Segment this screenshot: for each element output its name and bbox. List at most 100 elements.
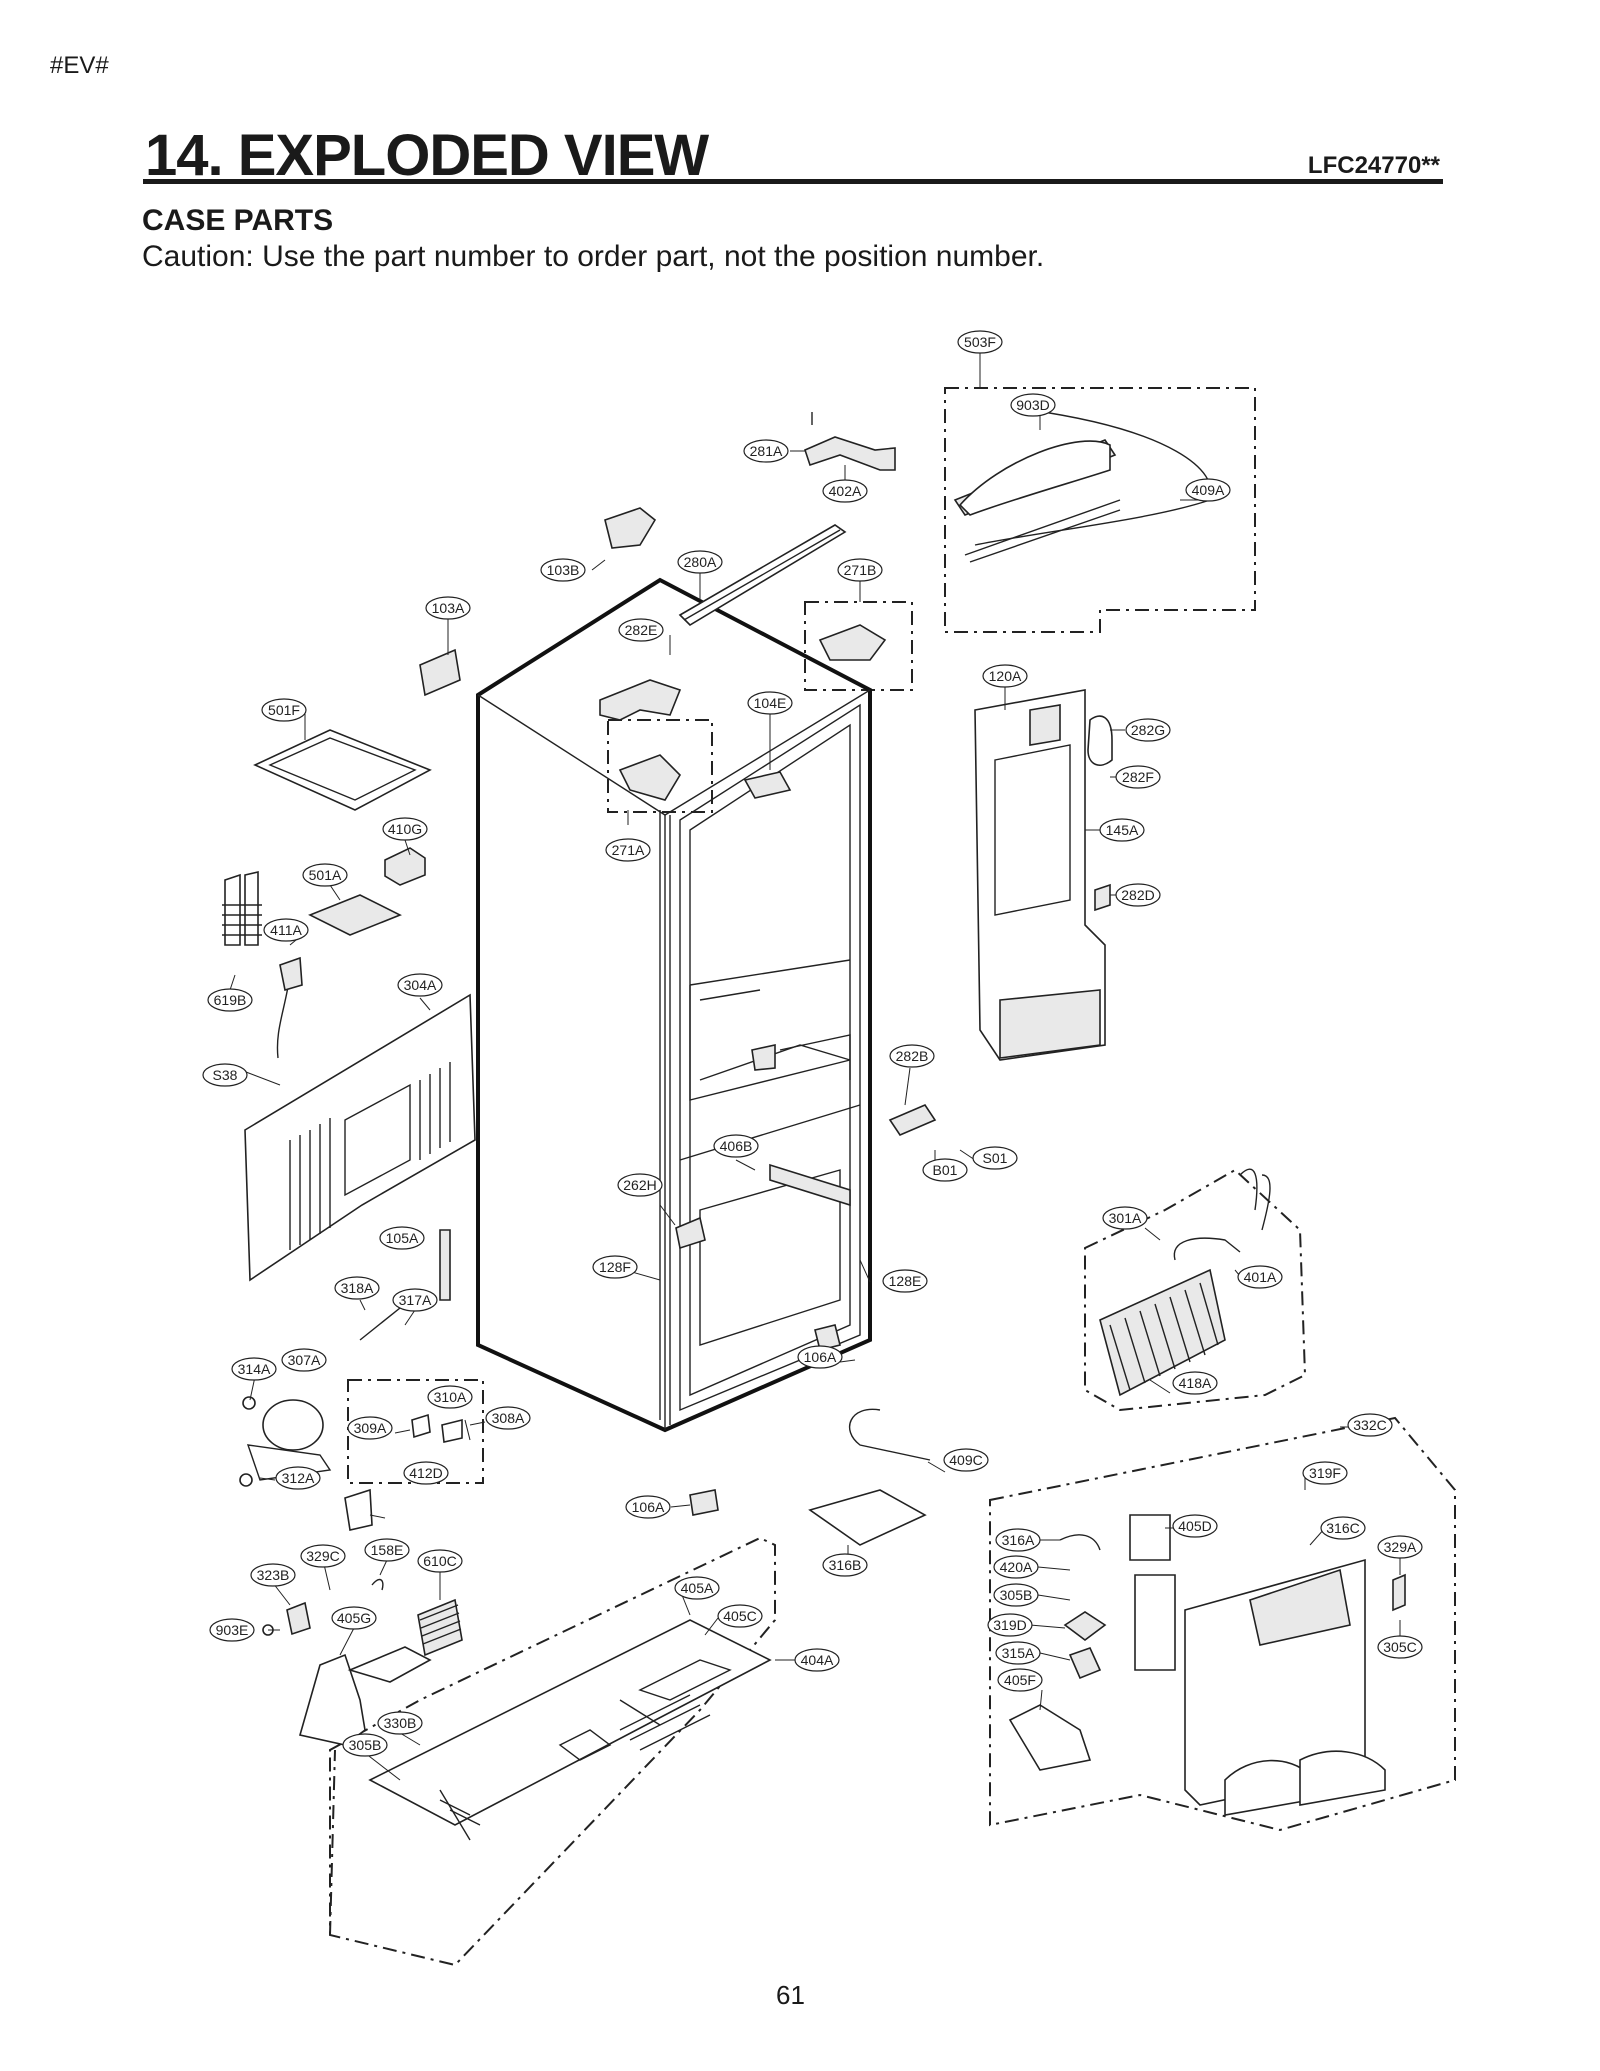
svg-text:412D: 412D	[409, 1465, 442, 1481]
callout: 405C	[717, 1604, 763, 1628]
callout: 405F	[997, 1668, 1043, 1692]
svg-text:120A: 120A	[989, 668, 1022, 684]
svg-text:405A: 405A	[681, 1580, 714, 1596]
svg-text:329A: 329A	[1384, 1539, 1417, 1555]
svg-text:B01: B01	[933, 1162, 958, 1178]
svg-text:410G: 410G	[388, 821, 422, 837]
callout: 301A	[1102, 1206, 1148, 1230]
svg-text:503F: 503F	[964, 334, 996, 350]
caution-note: Caution: Use the part number to order pa…	[142, 240, 1045, 273]
svg-text:316A: 316A	[1002, 1532, 1035, 1548]
svg-text:271A: 271A	[612, 842, 645, 858]
svg-text:282F: 282F	[1122, 769, 1154, 785]
svg-text:316C: 316C	[1326, 1520, 1359, 1536]
callout: 406B	[713, 1134, 759, 1158]
svg-text:282D: 282D	[1121, 887, 1154, 903]
callout: 104E	[747, 691, 793, 715]
svg-text:145A: 145A	[1106, 822, 1139, 838]
callout: 315A	[995, 1641, 1041, 1665]
callout: 282F	[1115, 765, 1161, 789]
callout: 903E	[209, 1618, 255, 1642]
svg-text:501A: 501A	[309, 867, 342, 883]
callout: 271A	[605, 838, 651, 862]
svg-text:405F: 405F	[1004, 1672, 1036, 1688]
svg-text:310A: 310A	[434, 1389, 467, 1405]
svg-text:106A: 106A	[632, 1499, 665, 1515]
cabinet	[476, 577, 872, 1433]
svg-text:418A: 418A	[1179, 1375, 1212, 1391]
callout: 418A	[1172, 1371, 1218, 1395]
callout: 501F	[261, 698, 307, 722]
svg-text:158E: 158E	[371, 1542, 404, 1558]
svg-text:317A: 317A	[399, 1292, 432, 1308]
callout: 262H	[617, 1173, 663, 1197]
svg-text:305B: 305B	[1000, 1587, 1033, 1603]
callout: 308A	[485, 1406, 531, 1430]
svg-text:409C: 409C	[949, 1452, 982, 1468]
callout: 319D	[987, 1613, 1033, 1637]
callout: 332C	[1347, 1413, 1393, 1437]
callout: 281A	[743, 439, 789, 463]
callout: 409A	[1185, 478, 1231, 502]
svg-text:314A: 314A	[238, 1361, 271, 1377]
svg-text:420A: 420A	[1000, 1559, 1033, 1575]
svg-text:282G: 282G	[1131, 722, 1165, 738]
svg-text:262H: 262H	[623, 1177, 656, 1193]
svg-text:619B: 619B	[214, 992, 247, 1008]
callout: 271B	[837, 558, 883, 582]
svg-text:319F: 319F	[1309, 1465, 1341, 1481]
callout: 410G	[382, 817, 428, 841]
svg-text:501F: 501F	[268, 702, 300, 718]
svg-text:401A: 401A	[1244, 1269, 1277, 1285]
back-panel	[244, 993, 476, 1282]
callout: 304A	[397, 973, 443, 997]
callout: 401A	[1237, 1265, 1283, 1289]
model-number: LFC24770**	[1307, 152, 1440, 179]
svg-text:402A: 402A	[829, 483, 862, 499]
callout: 409C	[943, 1448, 989, 1472]
fan-parts	[262, 1578, 432, 1746]
dispenser-group	[1008, 1514, 1406, 1816]
callout: 106A	[797, 1345, 843, 1369]
small-parts	[344, 883, 1111, 1546]
callout: 314A	[231, 1357, 277, 1381]
base-plate	[368, 1619, 772, 1841]
callout: 310A	[427, 1385, 473, 1409]
callout: 120A	[982, 664, 1028, 688]
callout: 103A	[425, 596, 471, 620]
callout: 128F	[592, 1255, 638, 1279]
svg-text:312A: 312A	[282, 1470, 315, 1486]
callout: 316B	[822, 1553, 868, 1577]
svg-text:305B: 305B	[349, 1737, 382, 1753]
callout: 280A	[677, 550, 723, 574]
callout: 305C	[1377, 1635, 1423, 1659]
callout: 412D	[403, 1461, 449, 1485]
page-number: 61	[776, 1980, 805, 2010]
title-rule	[143, 179, 1443, 184]
svg-text:281A: 281A	[750, 443, 783, 459]
callout: 317A	[392, 1288, 438, 1312]
bracket-281a	[804, 412, 896, 471]
callout: 404A	[794, 1648, 840, 1672]
callout: 282E	[618, 618, 664, 642]
callout: 323B	[250, 1563, 296, 1587]
page-title: 14. EXPLODED VIEW	[145, 123, 709, 188]
callout: 128E	[882, 1269, 928, 1293]
callout: 106A	[625, 1495, 671, 1519]
svg-text:323B: 323B	[257, 1567, 290, 1583]
callout: B01	[922, 1158, 968, 1182]
callout: 103B	[540, 558, 586, 582]
callout: 158E	[364, 1538, 410, 1562]
callout: 329A	[1377, 1535, 1423, 1559]
svg-text:405G: 405G	[337, 1610, 371, 1626]
svg-text:128F: 128F	[599, 1259, 631, 1275]
svg-text:282B: 282B	[896, 1048, 929, 1064]
callout: 411A	[263, 918, 309, 942]
callout: 330B	[377, 1711, 423, 1735]
callout: 610C	[417, 1549, 463, 1573]
svg-text:332C: 332C	[1353, 1417, 1386, 1433]
callout: 105A	[379, 1226, 425, 1250]
svg-text:330B: 330B	[384, 1715, 417, 1731]
svg-text:318A: 318A	[341, 1280, 374, 1296]
